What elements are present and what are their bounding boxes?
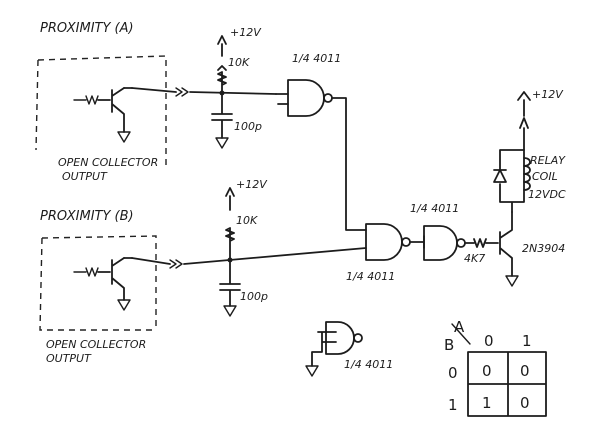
proximity-b-box [39, 235, 157, 331]
relay-label-3: 12VDC [528, 188, 566, 201]
arrow-up-icon [225, 187, 235, 197]
open-collector-a-line2: OUTPUT [62, 170, 108, 183]
proximity-b-title: PROXIMITY (B) [40, 209, 134, 224]
open-collector-a-line1: OPEN COLLECTOR [58, 156, 158, 169]
truth-table-col-header: A [454, 318, 465, 336]
truth-table: A B 0 1 0 1 0 0 1 0 [444, 318, 547, 417]
v12-relay-label: +12V [532, 88, 564, 101]
truth-table-row-0-label: 0 [448, 364, 458, 382]
diode-icon [493, 169, 507, 183]
arrow-up-icon [217, 35, 227, 45]
ground-icon [117, 131, 131, 143]
arrow-up-icon [517, 91, 531, 101]
sensor-a-transistor [73, 87, 133, 143]
r-a-label: 10K [228, 56, 250, 69]
open-collector-b-line2: OUTPUT [46, 352, 92, 365]
connector-b-icon [169, 259, 183, 269]
truth-table-cell-1-0: 1 [482, 394, 492, 412]
truth-table-cell-0-0: 0 [482, 362, 492, 380]
connector-a-icon [175, 87, 189, 97]
truth-table-row-header: B [444, 336, 454, 354]
c-a-label: 100p [234, 120, 262, 133]
sensor-b-transistor [73, 257, 133, 311]
r-base-label: 4K7 [464, 252, 485, 265]
nand-gate-1 [275, 79, 333, 117]
ground-icon [117, 299, 131, 311]
ground-icon [305, 365, 319, 377]
truth-table-cell-0-1: 0 [520, 362, 530, 380]
v12-a-label: +12V [230, 26, 262, 39]
relay-label-1: RELAY [530, 154, 566, 167]
ground-icon [505, 275, 519, 287]
open-collector-b-line1: OPEN COLLECTOR [46, 338, 146, 351]
proximity-a-box [35, 55, 167, 168]
r-b-label: 10K [236, 214, 258, 227]
gate2-label: 1/4 4011 [346, 270, 395, 283]
truth-table-col-0: 0 [484, 332, 494, 350]
relay-label-2: COIL [532, 170, 558, 183]
output-transistor [499, 211, 519, 287]
truth-table-row-1-label: 1 [448, 396, 458, 414]
truth-table-cell-1-1: 0 [520, 394, 530, 412]
ground-icon [215, 137, 229, 149]
c-b-label: 100p [240, 290, 268, 303]
gate1-label: 1/4 4011 [292, 52, 341, 65]
nand-gate-3 [423, 225, 466, 261]
proximity-a-title: PROXIMITY (A) [40, 21, 134, 36]
transistor-label: 2N3904 [522, 242, 565, 255]
gate3-label: 1/4 4011 [410, 202, 459, 215]
v12-b-label: +12V [236, 178, 268, 191]
truth-table-col-1: 1 [522, 332, 532, 350]
nand-gate-2 [365, 223, 411, 261]
nand-gate-4 [305, 321, 363, 377]
gate4-label: 1/4 4011 [344, 358, 393, 371]
relay-coil-icon [523, 157, 531, 191]
ground-icon [223, 305, 237, 317]
